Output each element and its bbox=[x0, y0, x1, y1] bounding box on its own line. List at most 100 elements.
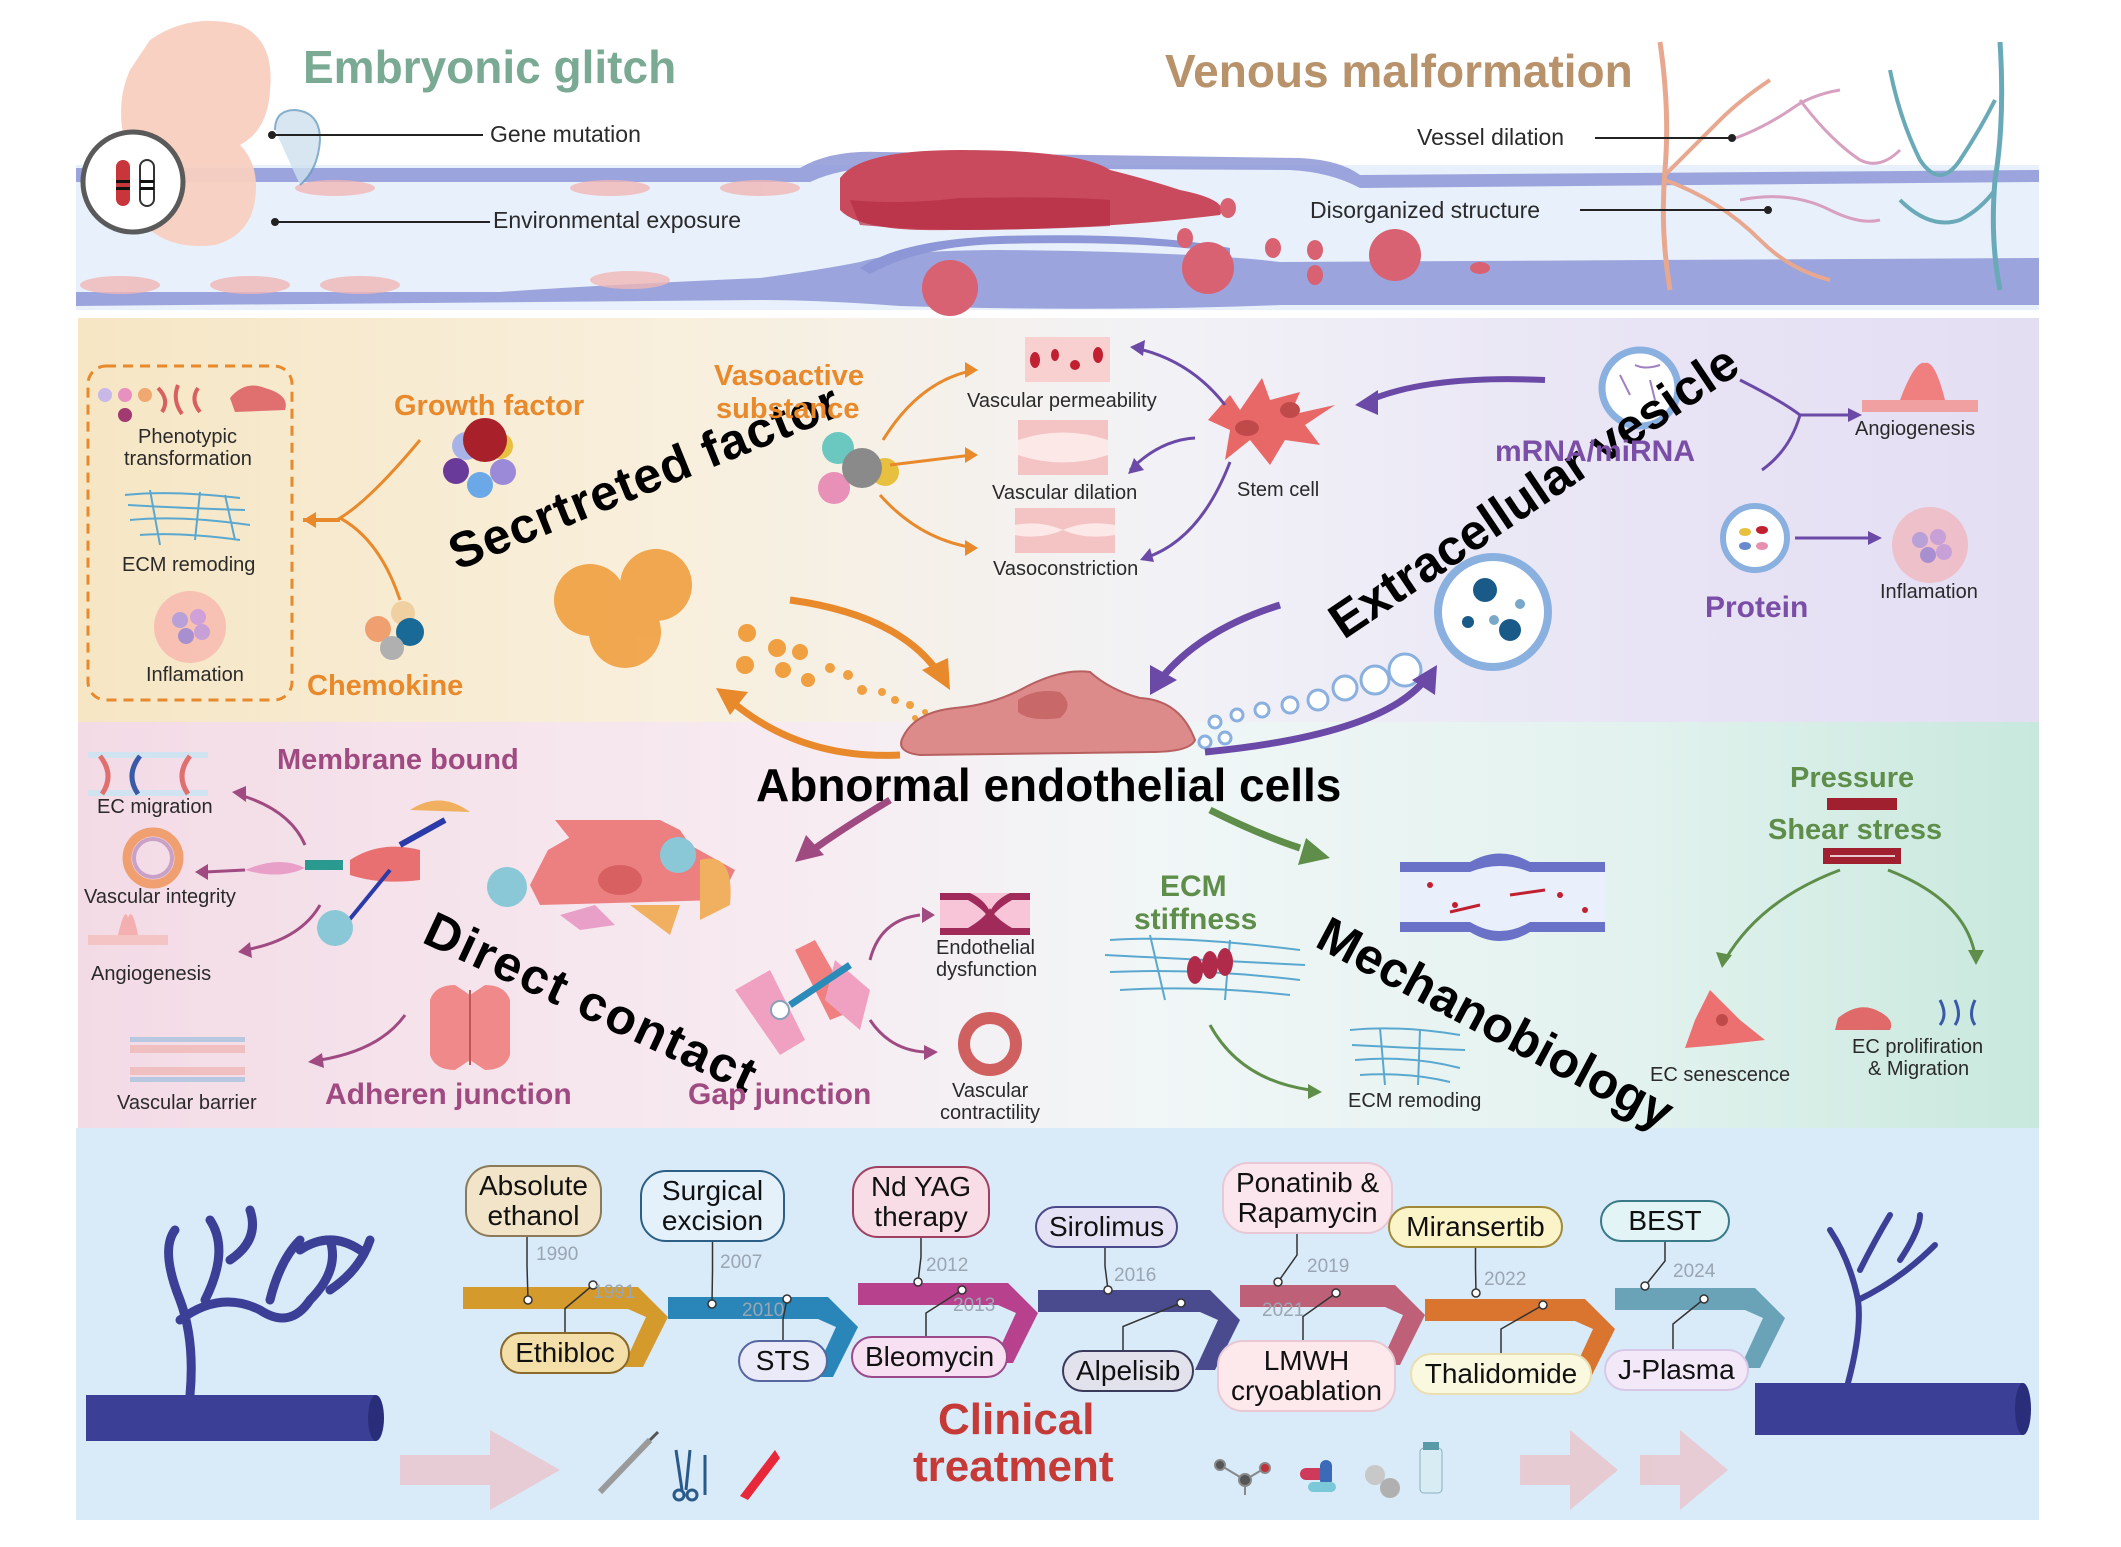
shear-stress-label: Shear stress bbox=[1768, 814, 1943, 846]
timeline-label-line: ethanol bbox=[487, 1200, 580, 1231]
timeline-year: 2021 bbox=[1262, 1300, 1305, 1321]
timeline-year: 2022 bbox=[1484, 1269, 1527, 1290]
vessel-illustration bbox=[76, 20, 2039, 316]
timeline-label-line: excision bbox=[661, 1205, 764, 1236]
mechano-vessel-icon bbox=[1400, 853, 1605, 941]
timeline-dot bbox=[1103, 1285, 1113, 1295]
phenotypic-icon bbox=[98, 384, 286, 422]
clinical-treatment-title-line1: Clinical bbox=[938, 1395, 1095, 1444]
secretion-droplets bbox=[736, 624, 928, 721]
protein-label: Protein bbox=[1705, 591, 1809, 624]
phenotypic-label-line1: Phenotypic bbox=[138, 426, 237, 448]
ec-proliferation-icon bbox=[1835, 999, 1977, 1030]
timeline-treatment-label: Alpelisib bbox=[1062, 1350, 1195, 1392]
venous-malformation-title: Venous malformation bbox=[1165, 45, 1633, 97]
timeline-dot bbox=[957, 1285, 967, 1295]
timeline-dot bbox=[1640, 1281, 1650, 1291]
timeline-label-line: Thalidomide bbox=[1424, 1358, 1578, 1389]
timeline-label-line: Bleomycin bbox=[865, 1341, 995, 1372]
timeline-treatment-label: Bleomycin bbox=[851, 1336, 1009, 1378]
timeline-year: 2024 bbox=[1673, 1261, 1716, 1282]
small-vesicles bbox=[1197, 652, 1423, 750]
timeline-label-line: Rapamycin bbox=[1237, 1197, 1378, 1228]
timeline-year: 2013 bbox=[953, 1295, 996, 1316]
vessel-wall-top bbox=[76, 151, 2039, 188]
scissors-icon bbox=[672, 1449, 707, 1502]
ecm-stiffness-label-line1: ECM bbox=[1160, 870, 1227, 903]
endothelial-dysfunction-label-line1: Endothelial bbox=[936, 937, 1035, 959]
blood-clots bbox=[922, 198, 1490, 316]
stiff-cells bbox=[1187, 948, 1233, 984]
arrow-ev-out bbox=[1204, 677, 1428, 756]
mrna-mirna-label: mRNA/miRNA bbox=[1495, 435, 1696, 468]
timeline-label-line: BEST bbox=[1628, 1205, 1702, 1236]
timeline-treatment-label: J-Plasma bbox=[1604, 1349, 1749, 1391]
ec-senescence-label: EC senescence bbox=[1650, 1064, 1791, 1086]
timeline-year: 2007 bbox=[720, 1252, 763, 1273]
timeline-label-line: Ethibloc bbox=[515, 1337, 615, 1368]
mechano-ecm-remoding-icon bbox=[1349, 1027, 1466, 1086]
inflammation-icon bbox=[154, 591, 226, 663]
timeline-connector bbox=[1277, 1228, 1298, 1283]
contact-angiogenesis-icon bbox=[88, 914, 168, 945]
disorganized-structure-label: Disorganized structure bbox=[1310, 197, 1541, 223]
ecm-remoding-label: ECM remoding bbox=[122, 554, 256, 576]
vessel-wall-bottom bbox=[76, 250, 2039, 309]
ev-inflamation-label: Inflamation bbox=[1880, 581, 1978, 603]
timeline-year: 2016 bbox=[1114, 1265, 1157, 1286]
timeline-treatment-label: Sirolimus bbox=[1035, 1206, 1179, 1248]
timeline-dot bbox=[1331, 1288, 1341, 1298]
chromosome-badge bbox=[80, 129, 186, 235]
timeline-dot bbox=[707, 1299, 717, 1309]
timeline-label-line: therapy bbox=[874, 1201, 968, 1232]
mechano-ecm-remoding-label: ECM remoding bbox=[1348, 1090, 1482, 1112]
timeline-treatment-label: Ponatinib &Rapamycin bbox=[1222, 1162, 1394, 1234]
vessel-inner-branch bbox=[860, 235, 1230, 274]
vial-icon bbox=[1419, 1442, 1443, 1494]
ec-migration-icon bbox=[88, 752, 208, 796]
chemokine-icon bbox=[365, 601, 424, 660]
arrow-secrete-in bbox=[789, 596, 943, 677]
vascular-barrier-label: Vascular barrier bbox=[117, 1092, 257, 1114]
phenotypic-label-line2: transformation bbox=[124, 448, 252, 470]
timeline-year: 2019 bbox=[1307, 1256, 1350, 1277]
timeline-connector bbox=[1672, 1298, 1705, 1349]
tablets-icon bbox=[1365, 1465, 1400, 1498]
abnormal-endothelial-cells-title: Abnormal endothelial cells bbox=[756, 759, 1342, 811]
pressure-label: Pressure bbox=[1790, 762, 1915, 794]
secretion-spheres bbox=[554, 549, 692, 668]
timeline-treatment-label: Thalidomide bbox=[1410, 1353, 1592, 1395]
arrow-ev-in bbox=[1157, 601, 1282, 683]
timeline-segment bbox=[858, 1283, 1038, 1363]
membrane-bound-label: Membrane bound bbox=[277, 744, 519, 776]
vascular-contractility-label-line2: contractility bbox=[940, 1102, 1041, 1124]
angiogenesis-icon bbox=[1862, 400, 1978, 412]
ec-migration-label: EC migration bbox=[97, 796, 213, 818]
stem-cell-label: Stem cell bbox=[1237, 479, 1320, 501]
timeline-dot bbox=[782, 1294, 792, 1304]
vasoactive-icon bbox=[818, 432, 899, 504]
timeline-label-line: Miransertib bbox=[1406, 1211, 1545, 1242]
timeline-segment bbox=[1038, 1290, 1240, 1370]
timeline-treatment-label: STS bbox=[738, 1340, 828, 1382]
vascular-contractility-label-line1: Vascular bbox=[952, 1080, 1029, 1102]
timeline-label-line: Surgical bbox=[661, 1175, 764, 1206]
arrow-to-mechano bbox=[1208, 806, 1302, 852]
vasoactive-label-line1: Vasoactive bbox=[714, 360, 864, 392]
vascular-integrity-label: Vascular integrity bbox=[84, 886, 236, 908]
vessel-tube-right bbox=[1755, 1383, 2023, 1435]
ec-proliferation-label-line2: & Migration bbox=[1868, 1058, 1970, 1080]
timeline-connector bbox=[782, 1298, 788, 1340]
chemokine-label: Chemokine bbox=[307, 670, 464, 702]
vascular-dilation-label: Vascular dilation bbox=[992, 482, 1138, 504]
timeline-dot bbox=[588, 1280, 598, 1290]
timeline-year: 1991 bbox=[593, 1282, 636, 1303]
timeline-year: 2010 bbox=[742, 1300, 785, 1321]
growth-factor-label: Growth factor bbox=[394, 390, 585, 422]
timeline-treatment-label: BEST bbox=[1600, 1200, 1730, 1242]
